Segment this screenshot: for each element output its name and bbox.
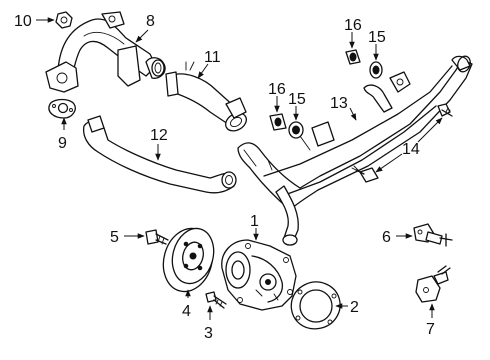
leader-11 <box>197 63 209 79</box>
coolant-pipe-8 <box>45 11 166 93</box>
callout-14: 14 <box>402 141 420 158</box>
callout-labels: 10 8 9 11 12 16 15 16 15 13 14 1 2 3 4 5… <box>14 13 435 342</box>
bushing-16-upper <box>345 49 361 65</box>
callout-2: 2 <box>350 299 359 316</box>
callout-1: 1 <box>250 213 259 230</box>
leader-14-down <box>375 153 403 173</box>
callout-11: 11 <box>204 49 221 66</box>
bolt-5 <box>145 229 169 245</box>
callout-12: 12 <box>150 127 168 144</box>
sensor-7 <box>415 265 451 303</box>
pipe-assembly-13 <box>237 55 473 246</box>
pulley-4 <box>162 227 215 293</box>
sensor-6 <box>413 223 453 247</box>
callout-4: 4 <box>182 303 191 320</box>
callout-9: 9 <box>58 135 67 152</box>
water-pump-1 <box>221 239 297 311</box>
callout-15b: 15 <box>288 91 306 108</box>
leader-14-up <box>417 117 443 143</box>
pump-gasket-2 <box>290 281 341 330</box>
bolt-14-upper <box>437 103 453 117</box>
callout-10: 10 <box>14 13 32 30</box>
callout-16a: 16 <box>344 17 362 34</box>
callout-3: 3 <box>204 325 213 342</box>
bolt-3 <box>205 291 227 309</box>
leader-13 <box>349 107 357 121</box>
callout-16b: 16 <box>268 81 286 98</box>
grommet-15-lower <box>288 121 304 139</box>
callout-5: 5 <box>110 229 119 246</box>
callout-13: 13 <box>330 95 348 112</box>
bolt-14-lower <box>351 165 379 183</box>
nut-10 <box>55 11 73 29</box>
gasket-9 <box>48 98 76 119</box>
grommet-15-upper <box>369 61 383 79</box>
leader-8 <box>135 29 149 43</box>
callout-6: 6 <box>382 229 391 246</box>
bushing-16-lower <box>269 113 287 131</box>
hose-11 <box>165 61 247 132</box>
callout-15a: 15 <box>368 29 386 46</box>
leader-lines <box>36 17 443 320</box>
callout-8: 8 <box>146 13 155 30</box>
callout-7: 7 <box>426 321 435 338</box>
hose-12 <box>82 115 237 194</box>
